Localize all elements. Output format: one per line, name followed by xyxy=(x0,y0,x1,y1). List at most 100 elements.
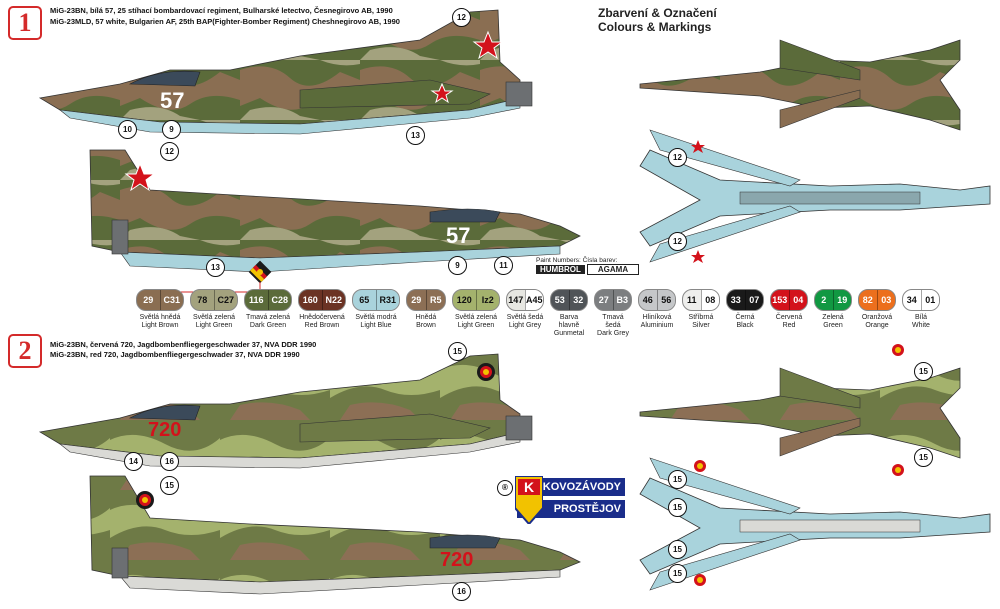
callout-15: 15 xyxy=(668,498,687,517)
kovozavody-logo: ® KOVOZÁVODY PROSTĚJOV K xyxy=(497,476,627,526)
paint-name-en: Green xyxy=(823,322,843,329)
colours-markings-title: Zbarvení & Označení Colours & Markings xyxy=(598,6,717,34)
humbrol-tag: HUMBROL xyxy=(536,265,585,274)
paint-name-cz: Světlá modrá xyxy=(355,314,397,321)
plane2-top-view xyxy=(639,344,961,476)
logo-k-letter: K xyxy=(524,479,534,495)
agama-number: 07 xyxy=(744,290,763,310)
logo-k-emblem: K xyxy=(515,476,543,524)
humbrol-number: 34 xyxy=(906,295,917,305)
paint-name-cz: Červená xyxy=(775,314,803,321)
agama-number: 32 xyxy=(568,290,587,310)
paint-name-en: Aluminium xyxy=(640,322,674,329)
paint-chip: 2 19 xyxy=(814,289,852,311)
humbrol-number: 2 xyxy=(821,295,827,305)
agama-number: B3 xyxy=(612,290,631,310)
paint-name-en: Dark Green xyxy=(249,322,287,329)
callout-9: 9 xyxy=(448,256,467,275)
paint-name-cz: Světlá hnědá xyxy=(139,314,181,321)
paint-name-en: Light Blue xyxy=(360,322,392,329)
callout-16: 16 xyxy=(452,582,471,601)
plane2-bottom-view xyxy=(639,457,991,591)
scheme-2-caption-en: MiG-23BN, red 720, Jagdbombenfliegergesc… xyxy=(50,350,300,359)
agama-number: R31 xyxy=(375,290,399,310)
callout-15: 15 xyxy=(914,362,933,381)
paint-name-en: Red Brown xyxy=(304,322,340,329)
callout-15: 15 xyxy=(668,470,687,489)
humbrol-number: 147 xyxy=(508,295,524,305)
paint-name-en: Light Green xyxy=(195,322,233,329)
humbrol-number: 65 xyxy=(359,295,370,305)
plane2-number-lower: 720 xyxy=(440,549,473,571)
agama-number: C31 xyxy=(159,290,183,310)
callout-16: 16 xyxy=(160,452,179,471)
callout-15: 15 xyxy=(668,564,687,583)
humbrol-number: 46 xyxy=(642,295,653,305)
humbrol-number: 153 xyxy=(772,295,788,305)
humbrol-number: 33 xyxy=(730,295,741,305)
agama-number: N22 xyxy=(321,290,345,310)
callout-10: 10 xyxy=(118,120,137,139)
paint-name-en: Black xyxy=(736,322,754,329)
scheme-1-caption-cz: MiG-23BN, bílá 57, 25 stíhací bombardova… xyxy=(50,6,393,15)
callout-15: 15 xyxy=(448,342,467,361)
plane1-side-lower: 57 xyxy=(89,149,581,273)
paint-name-en: Silver xyxy=(692,322,710,329)
scheme-1-caption-en: MiG-23MLD, 57 white, Bulgarien AF, 25th … xyxy=(50,17,400,26)
callout-11: 11 xyxy=(494,256,513,275)
paint-name-cz: Světlá zelená xyxy=(192,314,236,321)
paint-name-cz: Stříbrná xyxy=(688,314,714,321)
paint-name-cz: Barva hlavně xyxy=(558,314,580,329)
agama-number: 08 xyxy=(700,290,719,310)
agama-number: C28 xyxy=(267,290,291,310)
paint-name-en: Orange xyxy=(865,322,889,329)
callout-15: 15 xyxy=(668,540,687,559)
title-en: Colours & Markings xyxy=(598,20,712,34)
paint-name-en: Red xyxy=(782,322,796,329)
agama-number: 56 xyxy=(656,290,675,310)
humbrol-number: 116 xyxy=(248,295,264,305)
paint-name-cz: Světlá zelená xyxy=(454,314,498,321)
callout-12: 12 xyxy=(452,8,471,27)
callout-15: 15 xyxy=(160,476,179,495)
scheme-2-caption-cz: MiG-23BN, červená 720, Jagdbombenflieger… xyxy=(50,340,317,349)
agama-number: 19 xyxy=(832,290,851,310)
plane1-number-lower: 57 xyxy=(446,223,470,248)
agama-number: A45 xyxy=(524,290,543,310)
humbrol-number: 78 xyxy=(197,295,208,305)
title-cz: Zbarvení & Označení xyxy=(598,6,717,20)
scheme-2-badge: 2 xyxy=(8,334,42,368)
paint-name-en: Light Brown xyxy=(141,322,179,329)
humbrol-number: 11 xyxy=(686,295,697,305)
callout-9: 9 xyxy=(162,120,181,139)
humbrol-number: 160 xyxy=(302,295,318,305)
humbrol-number: 53 xyxy=(554,295,565,305)
paint-name-cz: Hnědá xyxy=(415,314,437,321)
callout-13: 13 xyxy=(406,126,425,145)
paint-name-en: Dark Grey xyxy=(597,330,629,337)
plane2-side-lower: 720 xyxy=(89,475,581,595)
paint-name-cz: Hliníková xyxy=(642,314,672,321)
agama-number: Iz2 xyxy=(475,290,499,310)
paint-name-cz: Tmavá zelená xyxy=(246,314,290,321)
